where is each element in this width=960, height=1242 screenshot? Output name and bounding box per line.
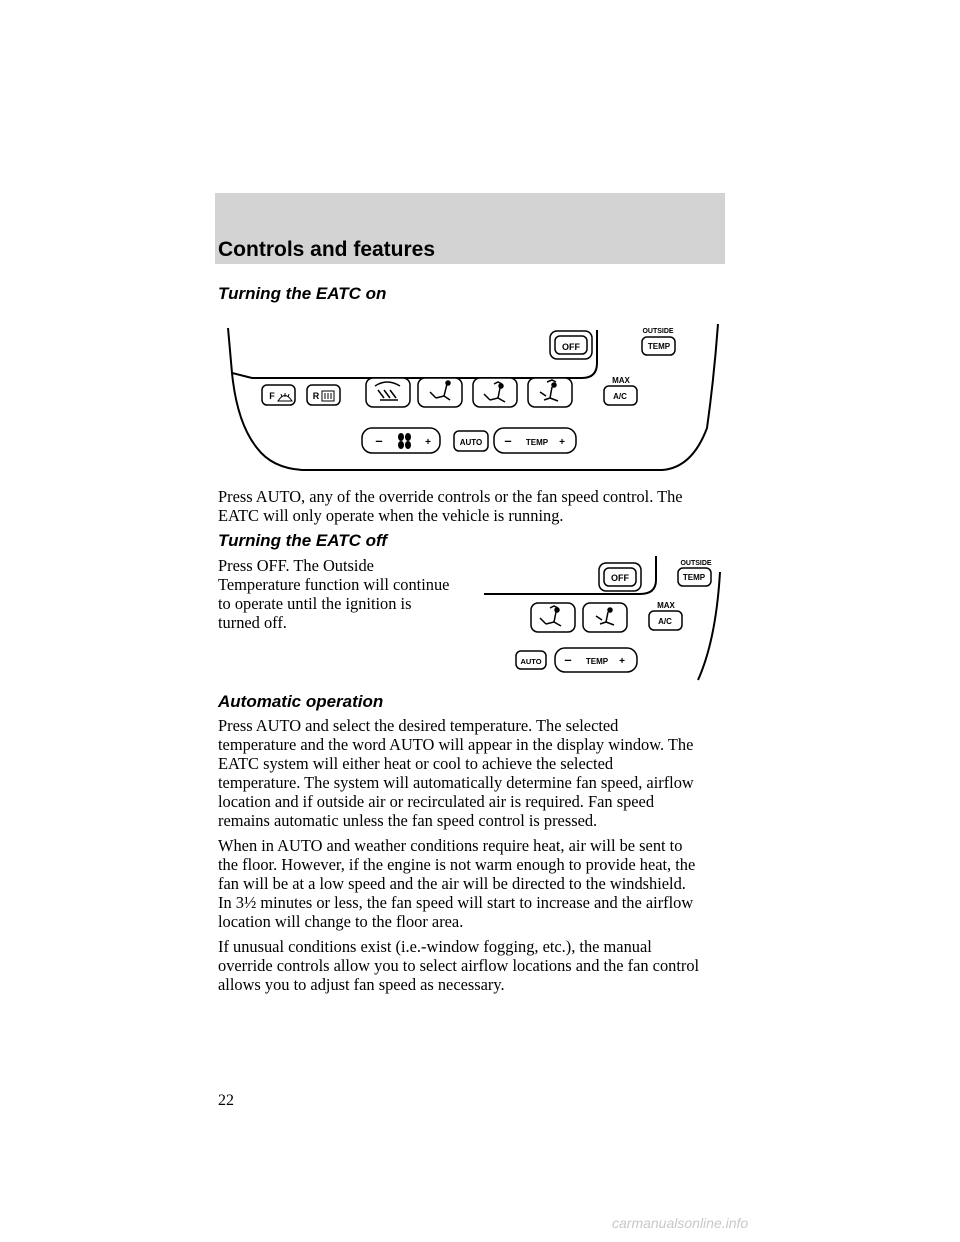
panel2-temp-control-label: TEMP <box>586 657 609 666</box>
section-title: Controls and features <box>218 238 436 261</box>
panel2-max-label: MAX <box>657 601 675 610</box>
panel2-floor-defrost-icon <box>539 605 562 627</box>
on-text-line-2: EATC will only operate when the vehicle … <box>218 506 564 525</box>
panel-front-defrost-label: F <box>269 391 275 401</box>
header-band <box>215 193 725 264</box>
auto-p2-line: When in AUTO and weather conditions requ… <box>218 836 683 855</box>
panel-rear-defrost-label: R <box>313 391 320 401</box>
auto-p3-line: override controls allow you to select ai… <box>218 956 700 975</box>
panel2-temp-label: TEMP <box>683 573 706 582</box>
auto-p1-line: location and if outside air or recircula… <box>218 792 655 811</box>
off-text-line-3: to operate until the ignition is <box>218 594 412 613</box>
auto-p1-line: temperature and the word AUTO will appea… <box>218 735 694 754</box>
fan-plus-label: + <box>425 437 431 448</box>
eatc-partial-panel-figure: OFF OUTSIDE TEMP MAX A/C AUTO – TEMP + <box>484 556 721 681</box>
off-text-line-2: Temperature function will continue <box>218 575 450 594</box>
panel2-auto-label: AUTO <box>520 657 541 666</box>
auto-p1-line: EATC system will either heat or cool to … <box>218 754 614 773</box>
panel-airflow-icon <box>539 379 559 402</box>
eatc-panel-figure: OFF OUTSIDE TEMP MAX A/C F R – <box>227 323 719 471</box>
auto-p1-line: Press AUTO and select the desired temper… <box>218 716 619 735</box>
heading-automatic-operation: Automatic operation <box>218 692 384 711</box>
panel2-temp-plus-label: + <box>619 656 625 667</box>
on-text-line-1: Press AUTO, any of the override controls… <box>218 487 683 506</box>
floor-airflow-icon <box>429 380 451 401</box>
auto-p3-line: If unusual conditions exist (i.e.-window… <box>218 937 652 956</box>
auto-p2-line: the floor. However, if the engine is not… <box>218 855 696 874</box>
panel-temp-label: TEMP <box>648 342 671 351</box>
temp-minus-label: – <box>504 433 511 448</box>
panel2-panel-airflow-icon <box>595 607 615 626</box>
panel-auto-label: AUTO <box>460 438 483 447</box>
page-number: 22 <box>218 1092 234 1109</box>
auto-p1-line: remains automatic unless the fan speed c… <box>218 811 598 830</box>
panel-off-label: OFF <box>562 342 580 352</box>
auto-p3-line: allows you to adjust fan speed as necess… <box>218 975 505 994</box>
auto-p2-line: location will change to the floor area. <box>218 912 464 931</box>
panel2-ac-label: A/C <box>658 617 672 626</box>
auto-p1-line: temperature. The system will automatical… <box>218 773 694 792</box>
footer-watermark[interactable]: carmanualsonline.info <box>612 1215 749 1231</box>
temp-control-label: TEMP <box>526 438 549 447</box>
front-defrost-icon <box>277 393 293 402</box>
fan-minus-label: – <box>375 433 382 448</box>
heading-eatc-off: Turning the EATC off <box>218 531 388 550</box>
off-text-line-4: turned off. <box>218 613 287 632</box>
off-text-line-1: Press OFF. The Outside <box>218 556 374 575</box>
panel2-temp-minus-label: – <box>564 652 571 667</box>
panel-ac-label: A/C <box>613 392 627 401</box>
panel-outside-label: OUTSIDE <box>642 328 673 335</box>
floor-defrost-airflow-icon <box>483 381 506 403</box>
panel2-outside-label: OUTSIDE <box>680 560 711 567</box>
windshield-airflow-icon <box>374 381 401 401</box>
heading-eatc-on: Turning the EATC on <box>218 284 387 303</box>
auto-p2-line: In 3½ minutes or less, the fan speed wil… <box>218 893 694 912</box>
auto-p2-line: fan will be at a low speed and the air w… <box>218 874 686 893</box>
fan-icon <box>398 433 411 449</box>
temp-plus-label: + <box>559 437 565 448</box>
panel-max-label: MAX <box>612 376 630 385</box>
panel2-off-label: OFF <box>611 573 629 583</box>
rear-defrost-icon <box>321 390 335 402</box>
